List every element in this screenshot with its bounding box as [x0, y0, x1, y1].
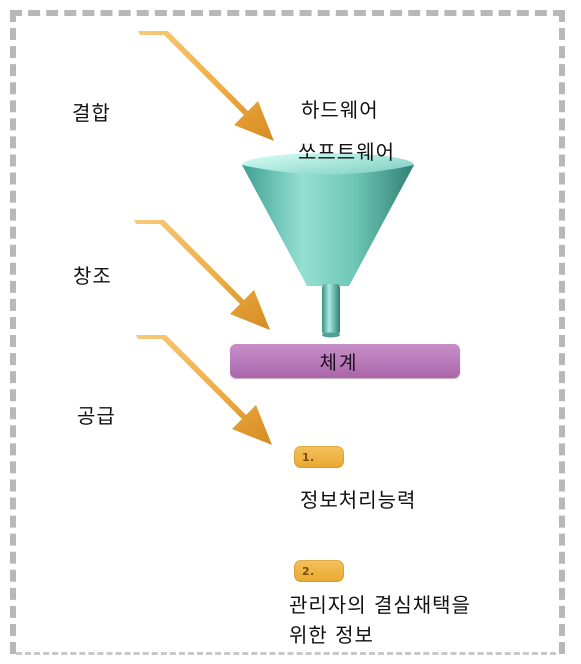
output-2-line-1: 관리자의 결심채택을	[289, 593, 471, 617]
label-combine: 결합	[72, 101, 111, 125]
frame-bottom-border	[16, 652, 556, 658]
label-software: 쏘프트웨어	[298, 140, 395, 164]
output-2-line-2: 위한 정보	[289, 623, 374, 647]
badge-2: 2.	[294, 560, 344, 582]
badge-2-label: 2.	[302, 564, 315, 578]
diagram-frame	[10, 10, 565, 654]
badge-1-label: 1.	[302, 450, 315, 464]
output-1: 정보처리능력	[300, 488, 417, 512]
badge-1: 1.	[294, 446, 344, 468]
funnel-icon	[242, 153, 414, 338]
system-label: 체계	[319, 351, 359, 374]
system-bar: 체계	[230, 344, 460, 378]
label-hardware: 하드웨어	[301, 98, 379, 122]
output-2-block: 관리자의 결심채택을 위한 정보	[289, 590, 471, 650]
label-create: 창조	[73, 264, 112, 288]
label-supply: 공급	[77, 404, 116, 428]
